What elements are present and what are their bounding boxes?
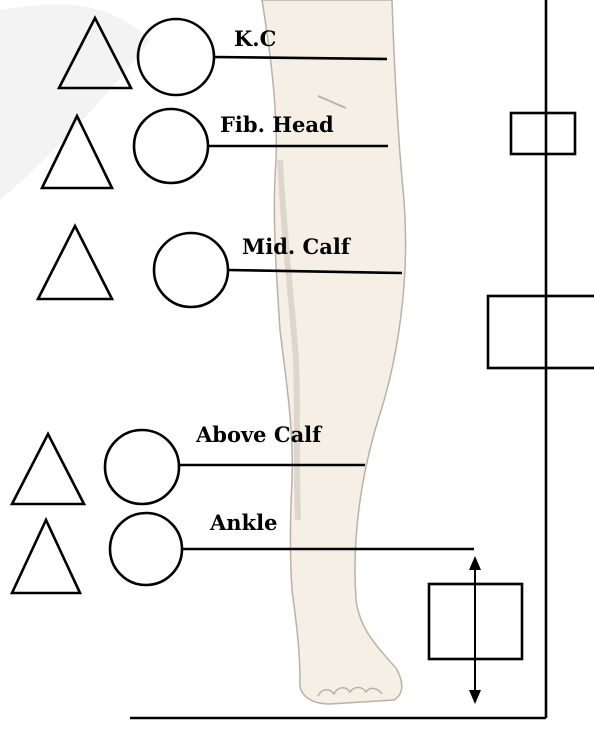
measure-line-mid-calf	[227, 268, 403, 275]
row-above-calf: Above Calf	[9, 422, 365, 506]
label-above-calf: Above Calf	[195, 422, 323, 447]
circle-icon	[108, 511, 184, 587]
circle-icon	[152, 231, 230, 309]
upper-frame-box	[509, 111, 577, 156]
triangle-icon	[39, 113, 115, 190]
label-fib-head: Fib. Head	[220, 112, 334, 137]
background-swoosh	[0, 4, 150, 201]
ankle-adjust-box	[427, 582, 524, 661]
row-kc: K.C	[56, 15, 388, 97]
triangle-icon	[56, 15, 134, 90]
leg-shade	[277, 159, 301, 521]
measure-line-kc	[213, 55, 388, 61]
triangle-icon	[35, 223, 115, 301]
row-fib-head: Fib. Head	[39, 107, 388, 190]
leg-silhouette	[261, 0, 407, 705]
knee-crease	[317, 95, 347, 109]
middle-frame-box	[486, 294, 594, 370]
row-mid-calf: Mid. Calf	[35, 223, 403, 309]
toes	[317, 686, 383, 697]
label-kc: K.C	[234, 26, 276, 51]
row-ankle: Ankle	[9, 510, 474, 595]
circle-icon	[103, 428, 181, 506]
label-mid-calf: Mid. Calf	[242, 234, 352, 259]
label-ankle: Ankle	[209, 510, 277, 535]
arrow-up-head	[469, 556, 481, 570]
triangle-icon	[9, 431, 87, 506]
arrow-down-head	[469, 690, 481, 704]
circle-icon	[132, 107, 210, 185]
leg-illustration	[261, 0, 407, 705]
circle-icon	[136, 17, 216, 97]
triangle-icon	[9, 516, 83, 595]
adjustment-box-group	[427, 556, 524, 704]
